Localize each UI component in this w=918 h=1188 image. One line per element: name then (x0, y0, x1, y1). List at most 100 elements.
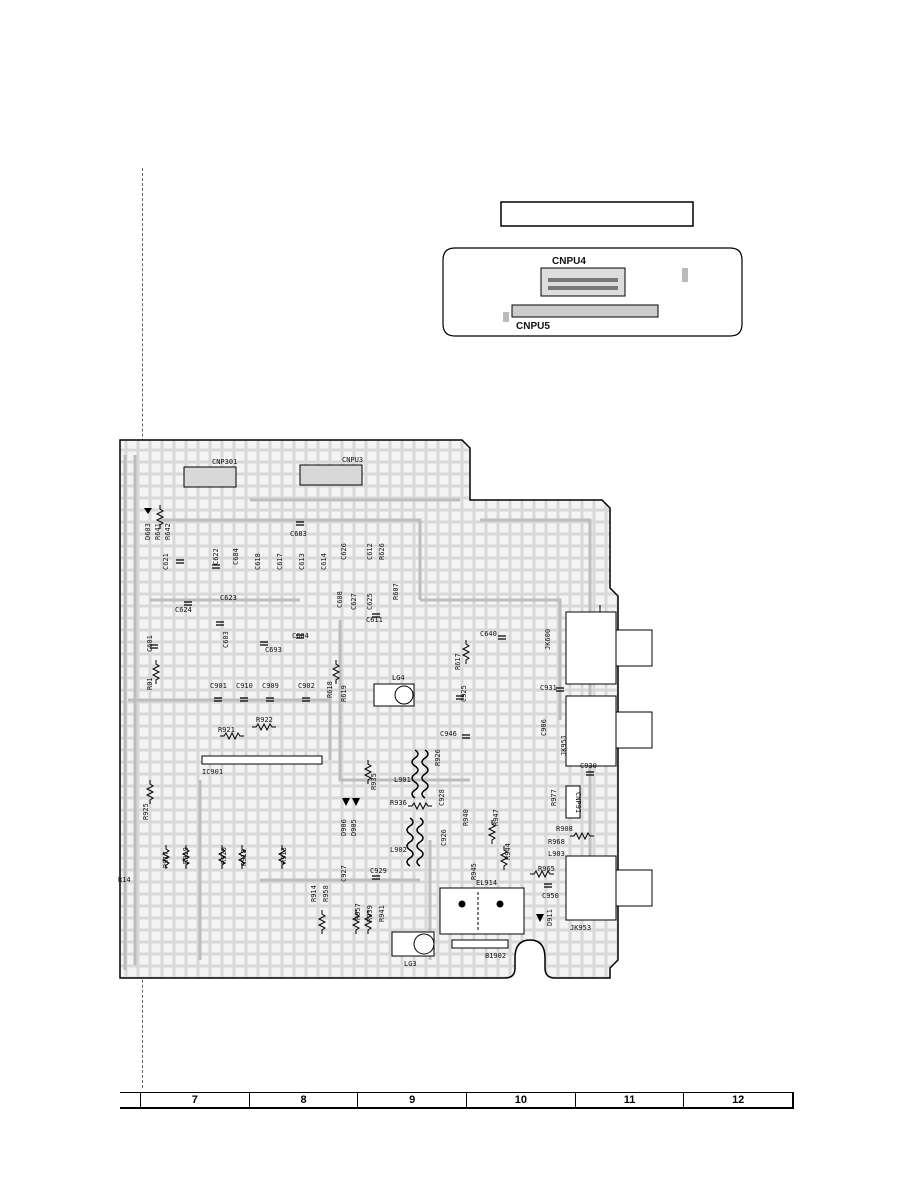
component-label-d911: D911 (546, 909, 554, 926)
component-label-c909: C909 (262, 682, 279, 690)
component-label-r626: R626 (378, 543, 386, 560)
component-label-d603: D603 (144, 523, 152, 540)
component-label-cnp301: CNP301 (212, 458, 237, 466)
component-label-c925: C925 (460, 685, 468, 702)
component-label-r01: R01 (146, 677, 154, 690)
component-label-r958: R958 (322, 885, 330, 902)
component-label-c601: C601 (146, 635, 154, 652)
ic901 (201, 755, 323, 765)
cnpu4-label: CNPU4 (552, 256, 586, 267)
component-label-r926: R926 (434, 749, 442, 766)
component-label-c614: C614 (320, 553, 328, 570)
diode-d906 (342, 798, 350, 806)
grid-cell-9: 9 (357, 1093, 466, 1107)
component-label-c928: C928 (438, 789, 446, 806)
jack-jk953 (565, 855, 653, 921)
jack-jk951 (565, 695, 653, 767)
coil-l902 (406, 817, 424, 867)
cnpu5-label: CNPU5 (516, 321, 550, 332)
grid-cell-11: 11 (574, 1093, 684, 1107)
component-label-r917: R917 (162, 851, 170, 868)
component-label-jk951: JK951 (560, 735, 568, 756)
component-label-c623: C623 (220, 594, 237, 602)
lamp-lg3 (391, 931, 435, 957)
component-label-r920: R920 (220, 847, 228, 864)
component-label-b1902: B1902 (485, 952, 506, 960)
component-label-r617: R617 (454, 653, 462, 670)
component-label-r921: R921 (218, 726, 235, 734)
component-label-r957: R957 (354, 903, 362, 920)
component-label-d905: D905 (350, 819, 358, 836)
component-label-l903: L903 (548, 850, 565, 858)
coil-l901 (411, 749, 429, 799)
component-label-r14: R14 (118, 876, 131, 884)
inset-board-outline (442, 247, 743, 337)
component-label-r945: R945 (470, 863, 478, 880)
component-label-r619: R619 (340, 685, 348, 702)
switch-el914 (439, 887, 525, 935)
component-label-r922: R922 (256, 716, 273, 724)
cnpu5-box (511, 304, 659, 318)
component-label-r968: R968 (548, 838, 565, 846)
component-label-lg3: LG3 (404, 960, 417, 968)
component-label-c683: C683 (290, 530, 307, 538)
component-label-r940: R940 (462, 809, 470, 826)
component-label-c950: C950 (542, 892, 559, 900)
component-label-c906: C906 (540, 719, 548, 736)
component-label-r944: R944 (504, 843, 512, 860)
component-label-c622: C622 (212, 548, 220, 565)
component-label-r941: R941 (378, 905, 386, 922)
component-label-r947: R947 (492, 809, 500, 826)
component-label-jk600: JK600 (544, 629, 552, 650)
grid-cell-12: 12 (683, 1093, 792, 1107)
component-label-c618: C618 (254, 553, 262, 570)
component-label-c902: C902 (298, 682, 315, 690)
component-label-c603: C603 (222, 631, 230, 648)
component-label-l902: L902 (390, 846, 407, 854)
component-label-c693: C693 (265, 646, 282, 654)
component-label-ic901: IC901 (202, 768, 223, 776)
component-label-c627: C627 (350, 593, 358, 610)
component-label-r914: R914 (310, 885, 318, 902)
component-label-c927: C927 (340, 865, 348, 882)
component-label-r908: R908 (556, 825, 573, 833)
component-label-c612: C612 (366, 543, 374, 560)
component-label-c625: C625 (366, 593, 374, 610)
diode-d911 (536, 914, 544, 922)
grid-cell-7: 7 (140, 1093, 249, 1107)
grid-cell-8: 8 (248, 1093, 358, 1107)
lamp-lg4 (373, 683, 415, 707)
grid-ruler: 7 8 9 10 11 12 (120, 1092, 794, 1109)
component-label-r935: R935 (370, 773, 378, 790)
component-label-c640: C640 (480, 630, 497, 638)
jack-jk600 (565, 605, 653, 685)
cnp91-connector (565, 785, 581, 819)
component-label-c930: C930 (580, 762, 597, 770)
component-label-c611: C611 (366, 616, 383, 624)
component-label-jk953: JK953 (570, 924, 591, 932)
component-label-c910: C910 (236, 682, 253, 690)
component-label-r977: R977 (550, 789, 558, 806)
component-label-c613: C613 (298, 553, 306, 570)
component-label-c946: C946 (440, 730, 457, 738)
grid-cell-lead (120, 1093, 140, 1107)
component-label-r925: R925 (142, 803, 150, 820)
component-label-r642: R642 (164, 523, 172, 540)
component-label-r939: R939 (366, 905, 374, 922)
component-label-l901: L901 (394, 776, 411, 784)
component-label-c926: C926 (440, 829, 448, 846)
grid-cell-10: 10 (466, 1093, 575, 1107)
component-label-c608: C608 (336, 591, 344, 608)
component-label-c621: C621 (162, 553, 170, 570)
component-label-r936: R936 (390, 799, 407, 807)
component-label-c624: C624 (175, 606, 192, 614)
component-label-d906: D906 (340, 819, 348, 836)
component-label-cnpu3: CNPU3 (342, 456, 363, 464)
component-label-r618: R618 (326, 681, 334, 698)
component-label-c684: C684 (232, 548, 240, 565)
main-board-outline (119, 439, 619, 979)
component-label-lg4: LG4 (392, 674, 405, 682)
component-label-r965: R965 (538, 865, 555, 873)
component-label-r913: R913 (280, 847, 288, 864)
